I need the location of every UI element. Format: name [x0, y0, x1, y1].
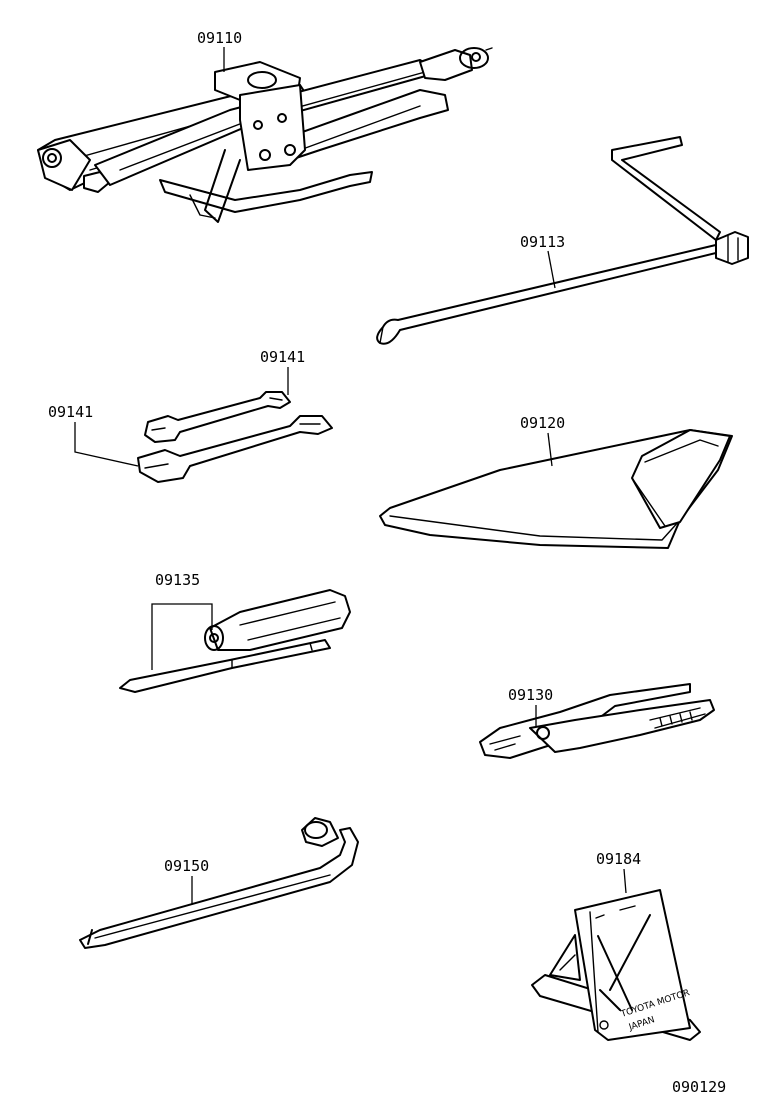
label-09135: 09135 [155, 571, 200, 589]
jack-illustration [37, 47, 493, 223]
leader-09113 [547, 250, 556, 289]
leader-09184 [623, 868, 627, 894]
leader-09141-left [74, 422, 139, 467]
drawing-number: 090129 [672, 1078, 726, 1096]
tool-bag-illustration [379, 429, 733, 549]
jack-handle-illustration [376, 136, 749, 345]
pliers-illustration [479, 683, 715, 759]
label-09120: 09120 [520, 414, 565, 432]
wrench-large-illustration [137, 415, 333, 483]
label-09150: 09150 [164, 857, 209, 875]
wheel-chock-illustration: TOYOTA MOTOR JAPAN [531, 889, 701, 1041]
wrench-small-illustration [144, 391, 291, 443]
label-09184: 09184 [596, 850, 641, 868]
label-09110: 09110 [197, 29, 242, 47]
label-09141-left: 09141 [48, 403, 93, 421]
label-09141-upper: 09141 [260, 348, 305, 366]
label-09113: 09113 [520, 233, 565, 251]
wheel-nut-wrench-illustration [79, 817, 359, 949]
label-09130: 09130 [508, 686, 553, 704]
leader-09135 [151, 603, 213, 670]
screwdriver-illustration [119, 589, 351, 693]
leader-09120 [547, 432, 553, 467]
